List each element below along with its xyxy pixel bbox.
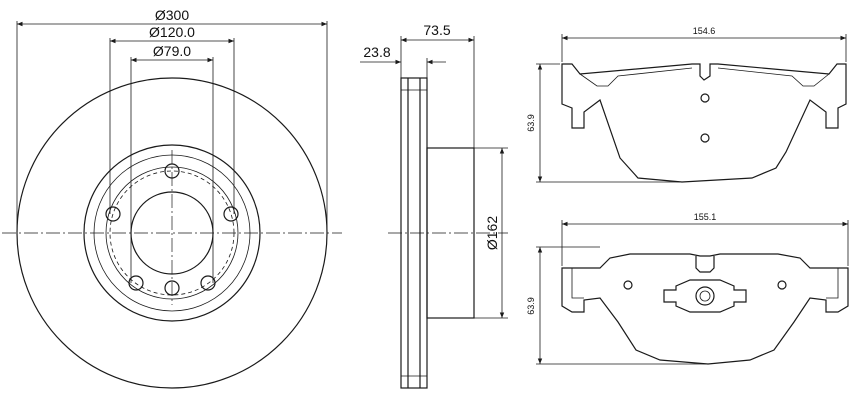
bolt-circle-label: Ø120.0 xyxy=(149,24,195,40)
bolt-hole xyxy=(105,206,121,222)
bolt-hole xyxy=(223,206,239,222)
backing-plate-edge xyxy=(579,67,830,87)
backing-plate-edge xyxy=(571,268,839,299)
pad-height-label: 63.9 xyxy=(526,114,536,132)
pad-hole xyxy=(623,280,633,290)
brake-pad-top: 154.6 63.9 xyxy=(526,26,847,183)
clip-ring xyxy=(695,286,715,306)
pad-width-label: 154.6 xyxy=(693,26,716,36)
pad-hole xyxy=(777,280,787,290)
pad-hole xyxy=(700,93,710,103)
pad-outline xyxy=(561,63,847,183)
pad-hole xyxy=(700,133,710,143)
clip-ring-inner xyxy=(699,290,711,302)
pad-width-label: 155.1 xyxy=(694,212,717,222)
disc-side-view: 73.5 23.8 Ø162 xyxy=(360,22,508,389)
bolt-holes xyxy=(105,163,239,296)
hat-outer-edge xyxy=(83,144,261,322)
pad-height-label: 63.9 xyxy=(526,297,536,315)
disc-front-view: Ø300 Ø120.0 Ø79.0 xyxy=(2,7,342,389)
hat-diameter-label: Ø162 xyxy=(484,216,500,250)
outer-diameter-label: Ø300 xyxy=(155,7,189,23)
wear-sensor-clip xyxy=(663,279,747,313)
pad-outline xyxy=(561,253,849,365)
center-bore-label: Ø79.0 xyxy=(153,43,191,59)
thickness-label: 23.8 xyxy=(363,44,390,60)
bolt-hole xyxy=(128,275,144,291)
bolt-hole xyxy=(200,275,216,291)
overall-height-label: 73.5 xyxy=(423,22,450,38)
brake-pad-bottom: 155.1 63.9 xyxy=(526,212,849,365)
clip-tab xyxy=(695,256,715,273)
